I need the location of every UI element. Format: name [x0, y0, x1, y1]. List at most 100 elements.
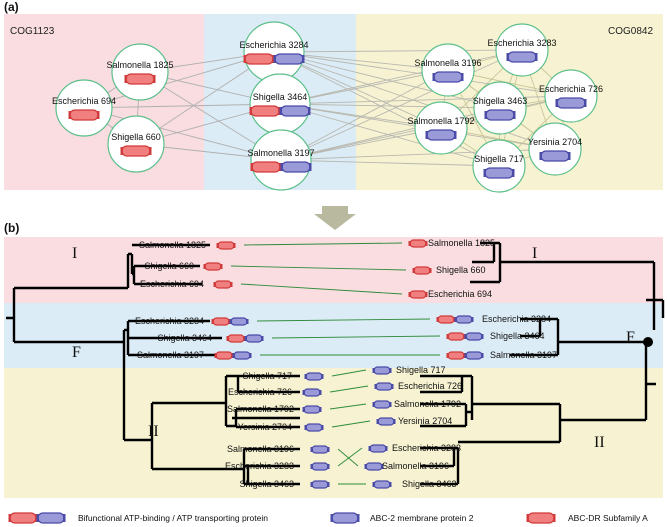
right-leaf-label: Salmonella 1792 [394, 399, 461, 409]
blue-domain-icon [310, 445, 330, 454]
left-leaf-label: Shigella 3464 [157, 333, 212, 343]
blue-domain-icon [484, 109, 516, 121]
blue-domain-icon [36, 512, 66, 524]
left-leaf-label: Escherichia 726 [228, 387, 292, 397]
blue-domain-icon [368, 444, 388, 453]
node-escherichia-3283: Escherichia 3283 [487, 23, 557, 77]
cog1123-label: COG1123 [10, 26, 55, 37]
blue-domain-icon [273, 53, 305, 65]
left-leaf-label: Shigella 3463 [239, 479, 294, 489]
red-domain-icon [216, 241, 236, 250]
red-domain-icon [408, 239, 428, 248]
legend: Bifunctional ATP-binding / ATP transport… [8, 512, 648, 524]
right-leaf-label: Shigella 3464 [490, 331, 545, 341]
node-label: Yersinia 2704 [528, 137, 582, 147]
red-domain-icon [211, 317, 231, 326]
tangle-link [331, 420, 371, 428]
red-domain-icon [243, 53, 275, 65]
node-label: Salmonella 3197 [247, 148, 314, 158]
clade-ii-zone [4, 368, 663, 498]
left-leaf-label: Yersinia 2704 [238, 422, 292, 432]
blue-domain-icon [304, 372, 324, 381]
blue-domain-icon [372, 366, 392, 375]
right-leaf-label: Escherichia 3284 [482, 314, 551, 324]
node-label: Salmonella 1792 [407, 116, 474, 126]
blue-domain-icon [432, 71, 464, 83]
red-domain-icon [68, 109, 100, 121]
blue-domain-icon [372, 480, 392, 489]
right-leaf-label: Shigella 660 [436, 265, 486, 275]
clade-i-zone [4, 237, 663, 303]
node-label: Shigella 660 [111, 132, 161, 142]
right-leaf-label: Escherichia 694 [428, 289, 492, 299]
clade-ii-left-label: II [148, 423, 159, 440]
right-leaf-label: Shigella 3463 [402, 479, 457, 489]
clade-f-right-label: F [626, 329, 635, 346]
blue-domain-icon [364, 462, 384, 471]
node-label: Shigella 3464 [253, 92, 308, 102]
red-domain-icon [124, 73, 156, 85]
red-domain-icon [250, 161, 282, 173]
tangle-link [337, 447, 363, 467]
panel-a-letter: (a) [4, 0, 19, 14]
right-leaf-label: Escherichia 3283 [392, 443, 461, 453]
right-tree [420, 241, 665, 486]
blue-domain-icon [229, 317, 249, 326]
blue-domain-icon [372, 400, 392, 409]
red-domain-icon [8, 512, 38, 524]
legend-bifunctional: Bifunctional ATP-binding / ATP transport… [78, 513, 268, 523]
left-leaf-label: Escherichia 694 [140, 279, 204, 289]
blue-domain-icon [244, 334, 264, 343]
node-label: Escherichia 726 [539, 84, 603, 94]
node-label: Shigella 3463 [473, 96, 528, 106]
right-leaf-label: Salmonella 1825 [428, 238, 495, 248]
left-leaf-label: Shigella 717 [242, 371, 292, 381]
node-label: Escherichia 3284 [239, 40, 308, 50]
blue-domain-icon [464, 351, 484, 360]
blue-domain-icon [376, 417, 396, 426]
tangle-link [230, 265, 407, 271]
clade-i-left-label: I [72, 245, 77, 262]
tangle-link [337, 448, 359, 467]
tangle-link [256, 318, 431, 322]
red-domain-icon [249, 105, 281, 117]
blue-domain-icon [280, 161, 312, 173]
blue-domain-icon [304, 423, 324, 432]
blue-domain-icon [464, 332, 484, 341]
red-domain-icon [446, 332, 466, 341]
tangle-link [329, 385, 369, 393]
blue-domain-icon [310, 462, 330, 471]
left-leaf-label: Salmonella 1792 [227, 404, 294, 414]
blue-domain-icon [454, 315, 474, 324]
down-arrow-icon [314, 206, 356, 230]
node-salmonella-3197: Salmonella 3197 [247, 129, 315, 191]
node-label: Salmonella 1825 [106, 60, 173, 70]
red-domain-icon [412, 266, 432, 275]
node-shigella-717: Shigella 717 [472, 139, 526, 193]
node-label: Shigella 717 [474, 154, 524, 164]
red-domain-icon [226, 334, 246, 343]
left-leaf-label: Salmonella 3196 [227, 444, 294, 454]
blue-domain-icon [539, 150, 571, 162]
node-salmonella-1825: Salmonella 1825 [106, 43, 174, 101]
tangle-link [271, 335, 441, 339]
blue-domain-icon [302, 388, 322, 397]
node-label: Escherichia 3283 [487, 38, 556, 48]
panel-b-letter: (b) [4, 221, 19, 235]
tangle-link [331, 369, 367, 377]
left-leaf-label: Escherichia 3284 [135, 316, 204, 326]
red-domain-icon [436, 315, 456, 324]
red-domain-icon [214, 351, 234, 360]
blue-domain-icon [555, 97, 587, 109]
legend-abc2: ABC-2 membrane protein 2 [370, 513, 474, 523]
blue-domain-icon [330, 512, 360, 524]
node-escherichia-694: Escherichia 694 [52, 79, 116, 137]
red-domain-icon [120, 145, 152, 157]
right-leaf-label: Shigella 717 [396, 365, 446, 375]
node-shigella-3464: Shigella 3464 [249, 73, 311, 135]
node-yersinia-2704: Yersinia 2704 [528, 122, 582, 176]
left-leaf-label: Salmonella 1825 [139, 240, 206, 250]
tangle-link [329, 403, 367, 410]
